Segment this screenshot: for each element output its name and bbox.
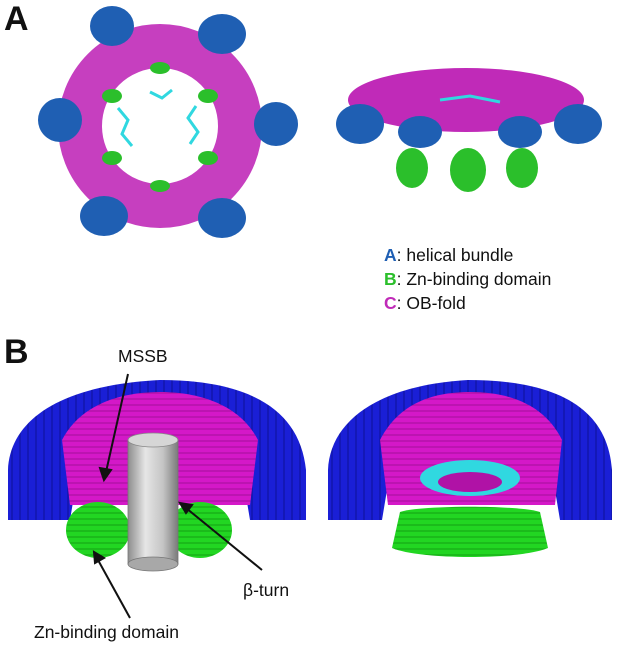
zn-binding-patches (102, 62, 218, 192)
ssb-cylinder-top (127, 432, 179, 448)
cyan-ligands (116, 88, 200, 147)
torus-model-with-ssb (8, 373, 306, 619)
ssb-cylinder-body (127, 439, 179, 565)
hexamer-top-view (38, 6, 298, 238)
annotation-arrows (92, 373, 263, 619)
torus-left-green (66, 502, 232, 558)
torus-right-green (392, 506, 548, 557)
side-ligand (439, 94, 501, 104)
domain-legend: A: helical bundle B: Zn-binding domain C… (384, 243, 551, 315)
beta-turn-label: β-turn (243, 580, 290, 600)
hexamer-side-view (336, 68, 602, 192)
legend-key-a: A (384, 245, 397, 265)
mssb-label: MSSB (118, 346, 168, 366)
legend-text-c: : OB-fold (396, 293, 466, 313)
torus-right-hole (438, 472, 502, 492)
legend-text-b: : Zn-binding domain (396, 269, 552, 289)
helical-bundles (38, 6, 298, 238)
legend-key-c: C (384, 293, 397, 313)
torus-model-empty (328, 380, 612, 557)
side-helical-bundles (336, 104, 602, 148)
ssb-cylinder-bottom (127, 556, 179, 572)
legend-key-b: B (384, 269, 397, 289)
legend-item-zn-binding: B: Zn-binding domain (384, 267, 551, 291)
legend-text-a: : helical bundle (396, 245, 514, 265)
zn-binding-domain-label: Zn-binding domain (34, 622, 179, 642)
panel-b-label: B (4, 333, 29, 371)
side-zn-binding (396, 148, 538, 192)
side-ob-fold (348, 68, 584, 132)
legend-item-ob-fold: C: OB-fold (384, 291, 551, 315)
panel-a-label: A (4, 0, 29, 38)
legend-item-helical-bundle: A: helical bundle (384, 243, 551, 267)
